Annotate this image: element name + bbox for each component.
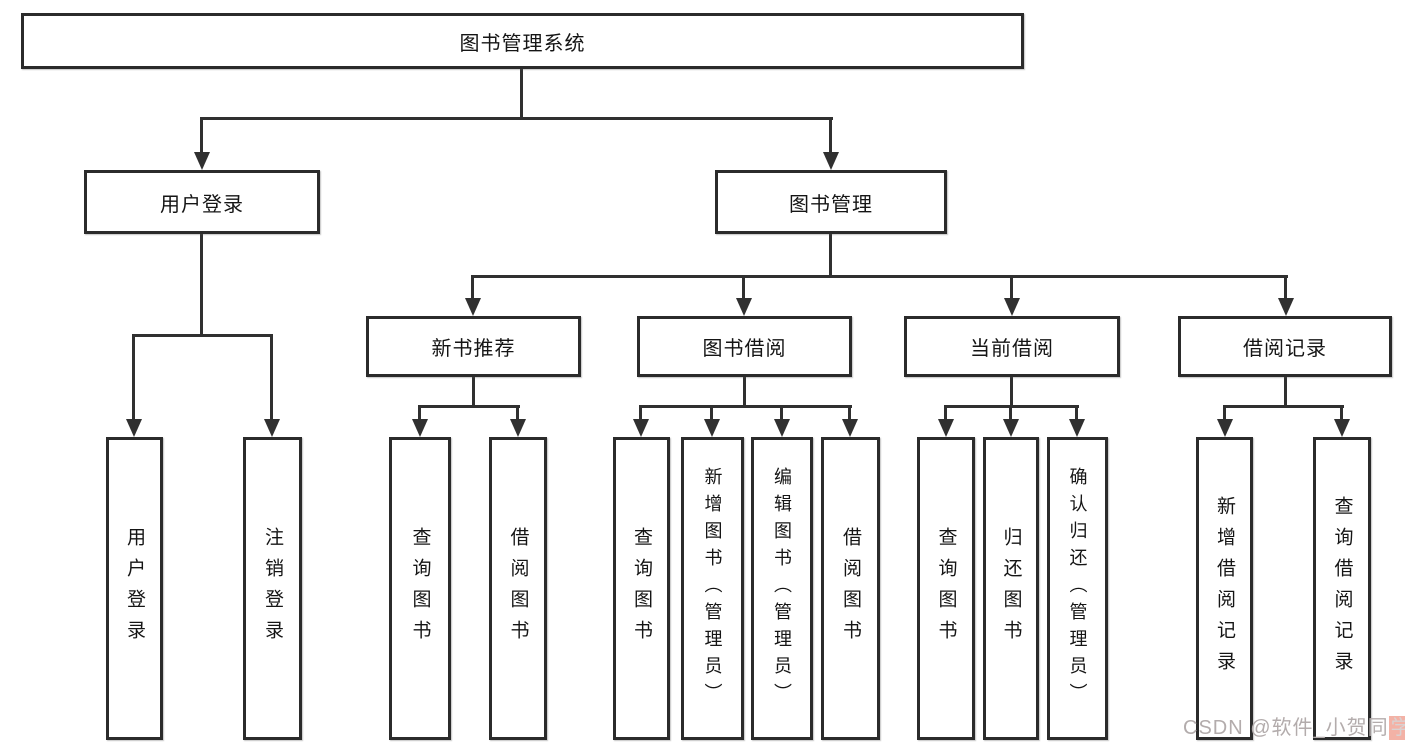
- connector-book-borrow-rail: [639, 405, 852, 408]
- leaf-borrow-query-books: 查询图书: [613, 437, 670, 740]
- csdn-watermark-highlight: 学: [1388, 716, 1405, 740]
- connector-user-login-stem: [200, 232, 203, 336]
- arrow-to-user-login: [194, 117, 210, 170]
- arrow-to-current-return: [1003, 405, 1019, 437]
- node-user-login: 用户登录: [84, 170, 320, 234]
- leaf-borrow-edit-books-admin: 编辑图书（管理员）: [751, 437, 813, 740]
- node-book-management: 图书管理: [715, 170, 947, 234]
- arrow-to-borrow-borrow: [842, 405, 858, 437]
- arrow-to-logout: [264, 334, 280, 437]
- connector-book-borrow-stem: [743, 375, 746, 407]
- connector-book-management-stem: [829, 232, 832, 277]
- node-borrow-record: 借阅记录: [1178, 316, 1392, 377]
- connector-borrow-record-stem: [1284, 375, 1287, 407]
- arrow-to-current-query: [938, 405, 954, 437]
- arrow-to-recommend-query: [412, 405, 428, 437]
- arrow-to-record-add: [1217, 405, 1233, 437]
- leaf-user-login: 用户登录: [106, 437, 163, 740]
- connector-root-stem: [520, 67, 523, 119]
- arrow-to-recommend-borrow: [510, 405, 526, 437]
- leaf-borrow-borrow-books: 借阅图书: [821, 437, 880, 740]
- connector-user-login-rail: [132, 334, 273, 337]
- csdn-watermark-text: CSDN @软件_小贺同: [1183, 717, 1389, 739]
- arrow-to-book-borrow: [736, 275, 752, 316]
- connector-recommend-stem: [472, 375, 475, 407]
- leaf-recommend-borrow-books: 借阅图书: [489, 437, 547, 740]
- connector-level2-rail: [200, 117, 833, 120]
- leaf-record-add: 新增借阅记录: [1196, 437, 1253, 740]
- node-root-library-management-system: 图书管理系统: [21, 13, 1024, 69]
- arrow-to-current-confirm: [1069, 405, 1085, 437]
- arrow-to-borrow-add: [704, 405, 720, 437]
- arrow-to-record-query: [1334, 405, 1350, 437]
- csdn-watermark: CSDN @软件_小贺同学: [1183, 711, 1405, 740]
- arrow-to-borrow-query: [633, 405, 649, 437]
- leaf-recommend-query-books: 查询图书: [389, 437, 451, 740]
- leaf-logout: 注销登录: [243, 437, 302, 740]
- arrow-to-book-management: [823, 117, 839, 170]
- arrow-to-login: [126, 334, 142, 437]
- leaf-borrow-add-books-admin: 新增图书（管理员）: [681, 437, 744, 740]
- leaf-current-query-books: 查询图书: [917, 437, 975, 740]
- leaf-current-return-books: 归还图书: [983, 437, 1039, 740]
- leaf-current-confirm-return-admin: 确认归还（管理员）: [1047, 437, 1108, 740]
- arrow-to-current-borrow: [1004, 275, 1020, 316]
- connector-borrow-record-rail: [1223, 405, 1344, 408]
- connector-recommend-rail: [418, 405, 520, 408]
- arrow-to-borrow-edit: [774, 405, 790, 437]
- arrow-to-new-book-recommend: [465, 275, 481, 316]
- arrow-to-borrow-record: [1278, 275, 1294, 316]
- node-book-borrow: 图书借阅: [637, 316, 852, 377]
- connector-current-borrow-stem: [1010, 375, 1013, 407]
- node-current-borrow: 当前借阅: [904, 316, 1120, 377]
- leaf-record-query: 查询借阅记录: [1313, 437, 1371, 740]
- node-new-book-recommend: 新书推荐: [366, 316, 581, 377]
- connector-level3-rail: [471, 275, 1288, 278]
